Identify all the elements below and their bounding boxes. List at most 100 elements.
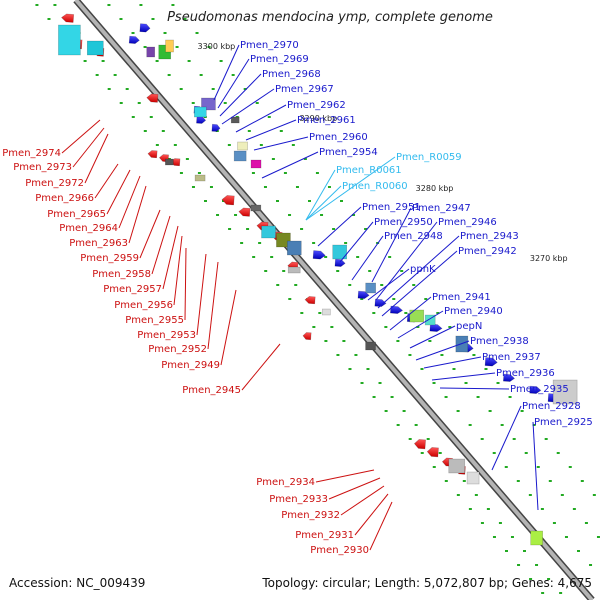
gene-box[interactable] — [230, 116, 240, 124]
forward-gene-label[interactable]: Pmen_2928 — [522, 401, 581, 412]
reverse-gene-label[interactable]: Pmen_2931 — [295, 530, 354, 541]
gene-box[interactable] — [146, 46, 156, 58]
gene-box[interactable] — [466, 471, 480, 485]
gene-box[interactable] — [365, 282, 376, 294]
reverse-gene-label[interactable]: Pmen_2949 — [161, 360, 220, 371]
gene-box[interactable] — [250, 204, 262, 212]
forward-gene-label[interactable]: Pmen_2947 — [412, 203, 471, 214]
reverse-gene-label[interactable]: Pmen_2958 — [92, 269, 151, 280]
grid-dot — [432, 466, 436, 468]
forward-gene-label[interactable]: Pmen_2961 — [297, 115, 356, 126]
forward-gene-label[interactable]: Pmen_2948 — [384, 231, 443, 242]
gene-box[interactable] — [194, 174, 206, 182]
reverse-gene[interactable] — [413, 439, 426, 450]
forward-gene[interactable] — [390, 305, 404, 314]
reverse-gene-label[interactable]: Pmen_2973 — [13, 162, 72, 173]
gene-box[interactable] — [261, 225, 276, 239]
forward-gene-label[interactable]: Pmen_2937 — [482, 352, 541, 363]
forward-gene-label[interactable]: Pmen_2925 — [534, 417, 593, 428]
forward-gene-label[interactable]: ppnK — [410, 264, 436, 275]
forward-gene-label[interactable]: Pmen_2954 — [319, 147, 378, 158]
forward-gene[interactable] — [374, 298, 387, 307]
reverse-gene[interactable] — [302, 332, 312, 341]
forward-gene[interactable] — [529, 385, 542, 394]
reverse-gene-label[interactable]: Pmen_2959 — [80, 253, 139, 264]
gene-box[interactable] — [409, 309, 425, 323]
gene-box[interactable] — [165, 39, 174, 53]
reverse-gene-label[interactable]: Pmen_2934 — [256, 477, 315, 488]
reverse-gene-label[interactable]: Pmen_2972 — [25, 178, 84, 189]
rna-gene-label[interactable]: Pmen_R0059 — [396, 152, 462, 163]
forward-gene-label[interactable]: Pmen_2943 — [460, 231, 519, 242]
gene-box[interactable] — [530, 530, 543, 546]
reverse-gene-label[interactable]: Pmen_2957 — [103, 284, 162, 295]
forward-gene[interactable] — [211, 123, 221, 132]
reverse-gene-label[interactable]: Pmen_2964 — [59, 223, 118, 234]
forward-gene-label[interactable]: Pmen_2938 — [470, 336, 529, 347]
forward-gene[interactable] — [484, 357, 498, 367]
forward-gene[interactable] — [312, 250, 326, 260]
forward-gene[interactable] — [503, 373, 516, 382]
forward-gene-label[interactable]: Pmen_2962 — [287, 100, 346, 111]
forward-gene-label[interactable]: Pmen_2970 — [240, 40, 299, 51]
grid-dot — [528, 494, 532, 496]
forward-gene[interactable] — [334, 258, 346, 267]
forward-gene-label[interactable]: pepN — [456, 321, 482, 332]
forward-gene-label[interactable]: Pmen_2941 — [432, 292, 491, 303]
gene-box[interactable] — [194, 106, 207, 118]
gene-box[interactable] — [86, 40, 104, 56]
rna-gene-label[interactable]: Pmen_R0061 — [336, 165, 402, 176]
gene-box[interactable] — [237, 141, 248, 151]
grid-dot — [559, 592, 563, 594]
reverse-gene-label[interactable]: Pmen_2933 — [269, 494, 328, 505]
reverse-gene-label[interactable]: Pmen_2932 — [281, 510, 340, 521]
gene-box[interactable] — [233, 150, 247, 162]
gene-box[interactable] — [250, 159, 262, 169]
gene-box[interactable] — [287, 266, 301, 274]
reverse-gene-label[interactable]: Pmen_2955 — [125, 315, 184, 326]
forward-gene-label[interactable]: Pmen_2946 — [438, 217, 497, 228]
reverse-gene-label[interactable]: Pmen_2963 — [69, 238, 128, 249]
reverse-gene-label[interactable]: Pmen_2965 — [47, 209, 106, 220]
gene-box[interactable] — [322, 308, 331, 316]
forward-gene-label[interactable]: Pmen_2960 — [309, 132, 368, 143]
forward-gene[interactable] — [139, 23, 151, 33]
reverse-gene-label[interactable]: Pmen_2930 — [310, 545, 369, 556]
forward-gene-label[interactable]: Pmen_2940 — [444, 306, 503, 317]
label-leader-line — [409, 325, 456, 349]
reverse-gene-label[interactable]: Pmen_2966 — [35, 193, 94, 204]
forward-gene-label[interactable]: Pmen_2951 — [362, 202, 421, 213]
reverse-gene-label[interactable]: Pmen_2956 — [114, 300, 173, 311]
gene-box[interactable] — [286, 240, 302, 256]
forward-gene[interactable] — [429, 323, 443, 332]
reverse-gene[interactable] — [238, 207, 251, 217]
gene-box[interactable] — [165, 158, 174, 166]
gene-box[interactable] — [58, 24, 81, 56]
forward-gene-label[interactable]: Pmen_2969 — [250, 54, 309, 65]
gene-box[interactable] — [552, 379, 578, 405]
reverse-gene-label[interactable]: Pmen_2945 — [182, 385, 241, 396]
rna-gene-label[interactable]: Pmen_R0060 — [342, 181, 408, 192]
forward-gene-label[interactable]: Pmen_2967 — [275, 84, 334, 95]
forward-gene-label[interactable]: Pmen_2935 — [510, 384, 569, 395]
forward-gene-label[interactable]: Pmen_2936 — [496, 368, 555, 379]
reverse-gene[interactable] — [147, 150, 158, 159]
reverse-gene[interactable] — [304, 296, 316, 305]
reverse-gene[interactable] — [146, 93, 159, 103]
gene-box[interactable] — [276, 232, 291, 248]
grid-dot — [143, 46, 147, 48]
reverse-gene[interactable] — [221, 195, 235, 206]
reverse-gene-label[interactable]: Pmen_2952 — [148, 344, 207, 355]
reverse-gene-label[interactable]: Pmen_2953 — [137, 330, 196, 341]
gene-box[interactable] — [448, 458, 466, 474]
forward-gene-label[interactable]: Pmen_2950 — [374, 217, 433, 228]
forward-gene-label[interactable]: Pmen_2968 — [262, 69, 321, 80]
gene-box[interactable] — [365, 341, 376, 351]
reverse-gene-label[interactable]: Pmen_2974 — [2, 148, 61, 159]
gene-box[interactable] — [424, 314, 436, 326]
reverse-gene[interactable] — [61, 13, 75, 23]
forward-gene[interactable] — [128, 35, 140, 44]
forward-gene-label[interactable]: Pmen_2942 — [458, 246, 517, 257]
reverse-gene[interactable] — [426, 447, 439, 458]
gene-box[interactable] — [332, 244, 348, 260]
